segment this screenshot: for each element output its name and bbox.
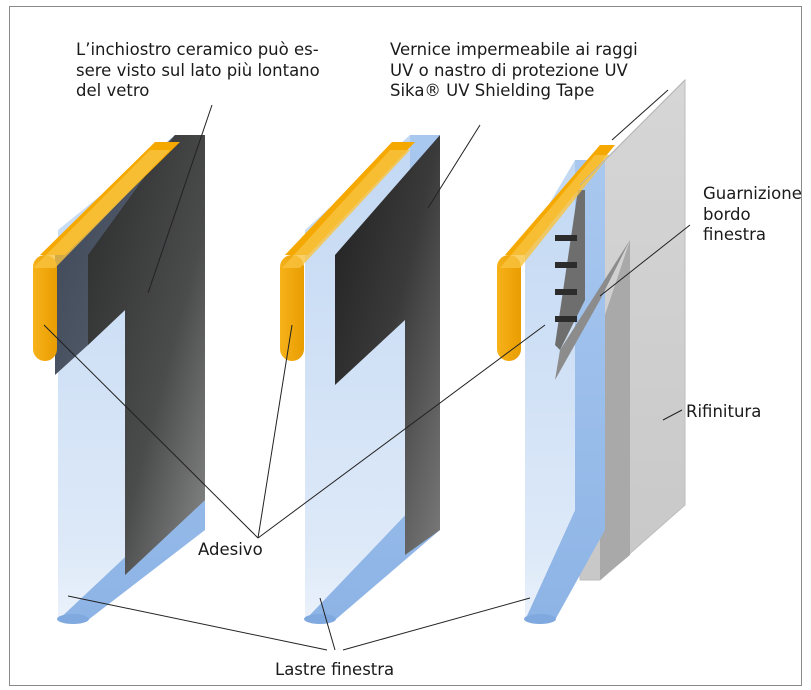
label-gasket: Guarnizione bordo finestra [703, 184, 802, 244]
leader-ceramic-ink [147, 104, 213, 294]
label-uv-paint: Vernice impermeabile ai raggi UV o nastr… [390, 40, 638, 100]
pane-3-gasket [555, 240, 630, 380]
pane-2 [280, 135, 440, 624]
leader-panes-3 [342, 597, 531, 651]
label-adhesive: Adesivo [198, 540, 263, 559]
label-trim: Rifinitura [686, 402, 762, 421]
leader-lines [43, 89, 691, 651]
pane-3-glass-front [525, 160, 575, 620]
leader-adhesive-3 [257, 324, 546, 539]
pane-2-adhesive [280, 255, 304, 361]
leader-adhesive-1 [43, 324, 259, 539]
pane-2-glass-bottom [304, 614, 336, 624]
leader-uv-paint [427, 124, 481, 209]
pane-3-glass-bottom [524, 614, 556, 624]
label-ceramic-ink: L’inchiostro ceramico può es- sere visto… [76, 40, 320, 100]
pane-1 [33, 135, 205, 624]
leader-adhesive-2 [257, 324, 293, 539]
pane-3-adhesive [497, 255, 521, 361]
leader-trim [662, 409, 683, 421]
leader-panes-2 [319, 597, 336, 651]
pane-1-adhesive [33, 255, 57, 361]
label-window-panes: Lastre finestra [275, 660, 395, 679]
pane-2-uv-coating [335, 135, 440, 555]
pane-3 [497, 78, 686, 624]
pane-1-glass-bottom [57, 614, 89, 624]
leader-uv-paint-2 [611, 89, 669, 141]
leader-gasket [599, 224, 691, 297]
leader-panes-1 [67, 595, 328, 651]
